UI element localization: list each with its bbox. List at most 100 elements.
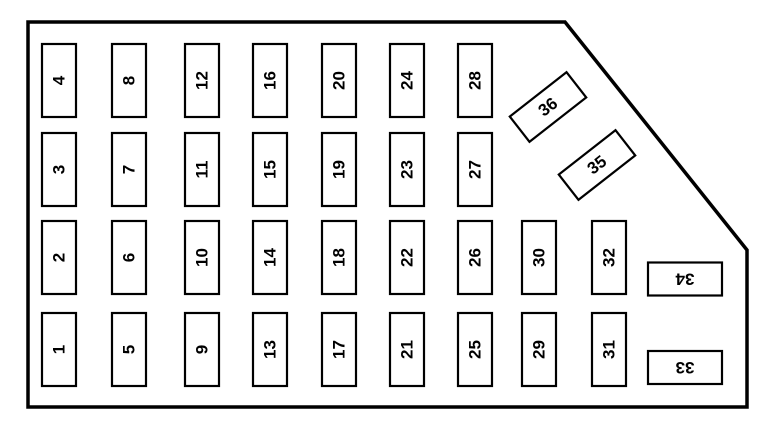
fuse-body — [320, 311, 358, 388]
fuse-34: 34 — [646, 261, 724, 297]
fuse-body — [520, 311, 558, 388]
fuse-box-outline — [26, 20, 749, 409]
fuse-label: 15 — [261, 160, 280, 179]
fuse-label: 6 — [120, 253, 139, 262]
fuse-29: 29 — [520, 311, 558, 388]
fuse-label: 5 — [120, 345, 139, 354]
fuse-27: 27 — [456, 131, 494, 208]
fuse-body — [110, 131, 148, 208]
fuse-body — [183, 131, 221, 208]
fuse-body — [251, 311, 289, 388]
fuse-body — [183, 42, 221, 119]
fuse-body — [456, 42, 494, 119]
fuse-body — [557, 128, 637, 202]
fuse-label: 28 — [466, 71, 485, 90]
fuse-13: 13 — [251, 311, 289, 388]
fuse-label: 25 — [466, 340, 485, 359]
fuse-7: 7 — [110, 131, 148, 208]
fuse-label: 16 — [261, 71, 280, 90]
fuse-label: 14 — [261, 248, 280, 267]
fuse-body — [456, 311, 494, 388]
fuse-label: 29 — [530, 340, 549, 359]
fuse-body — [251, 131, 289, 208]
fuse-body — [110, 311, 148, 388]
fuse-20: 20 — [320, 42, 358, 119]
fuse-1: 1 — [40, 311, 78, 388]
fuse-label: 32 — [600, 248, 619, 267]
fuse-label: 11 — [193, 161, 212, 179]
fuse-label: 26 — [466, 248, 485, 267]
fuse-body — [388, 219, 426, 296]
fuse-label: 34 — [675, 270, 694, 289]
fuse-body — [40, 42, 78, 119]
fuse-label: 24 — [398, 71, 417, 90]
fuse-body — [646, 261, 724, 297]
fuse-36: 36 — [508, 70, 588, 144]
fuse-body — [388, 131, 426, 208]
fuse-body — [508, 70, 588, 144]
fuse-label: 31 — [600, 340, 619, 359]
fuse-26: 26 — [456, 219, 494, 296]
fuse-body — [40, 219, 78, 296]
fuse-body — [251, 42, 289, 119]
fuse-14: 14 — [251, 219, 289, 296]
fuse-body — [40, 311, 78, 388]
fuse-label: 10 — [193, 248, 212, 267]
fuse-label: 13 — [261, 340, 280, 359]
fuse-body — [388, 311, 426, 388]
fuse-body — [320, 42, 358, 119]
fuse-body — [251, 219, 289, 296]
fuse-body — [456, 131, 494, 208]
fuse-19: 19 — [320, 131, 358, 208]
fuse-label: 3 — [50, 165, 69, 174]
fuse-label: 8 — [120, 76, 139, 85]
fuse-body — [40, 131, 78, 208]
fuse-16: 16 — [251, 42, 289, 119]
fuse-3: 3 — [40, 131, 78, 208]
fuse-body — [646, 349, 724, 386]
fuse-32: 32 — [590, 219, 628, 296]
fuse-17: 17 — [320, 311, 358, 388]
fuse-label: 27 — [466, 160, 485, 179]
fuse-2: 2 — [40, 219, 78, 296]
fuse-label: 4 — [50, 75, 69, 85]
fuse-11: 11 — [183, 131, 221, 208]
fuse-label: 9 — [193, 345, 212, 354]
fuse-label: 23 — [398, 160, 417, 179]
fuse-25: 25 — [456, 311, 494, 388]
fuse-30: 30 — [520, 219, 558, 296]
fuse-label: 19 — [330, 160, 349, 179]
fuse-10: 10 — [183, 219, 221, 296]
fuse-body — [183, 311, 221, 388]
fuse-21: 21 — [388, 311, 426, 388]
fuse-body — [388, 42, 426, 119]
fuse-label: 30 — [530, 248, 549, 267]
fuse-18: 18 — [320, 219, 358, 296]
fuse-23: 23 — [388, 131, 426, 208]
fuse-label: 22 — [398, 248, 417, 267]
fuse-label: 2 — [50, 253, 69, 262]
fuse-12: 12 — [183, 42, 221, 119]
fuse-33: 33 — [646, 349, 724, 386]
fuse-body — [590, 219, 628, 296]
fuse-label: 18 — [330, 248, 349, 267]
fuse-35: 35 — [557, 128, 637, 202]
fuse-label: 1 — [50, 345, 69, 354]
fuse-9: 9 — [183, 311, 221, 388]
fuse-body — [456, 219, 494, 296]
fuse-label: 12 — [193, 71, 212, 90]
fuse-4: 4 — [40, 42, 78, 119]
fuse-label: 20 — [330, 71, 349, 90]
fuse-label: 17 — [330, 340, 349, 359]
fuse-31: 31 — [590, 311, 628, 388]
fuse-8: 8 — [110, 42, 148, 119]
fuse-24: 24 — [388, 42, 426, 119]
fuse-label: 33 — [676, 358, 695, 377]
fuse-body — [590, 311, 628, 388]
fuse-body — [110, 219, 148, 296]
fuse-label: 7 — [120, 165, 139, 174]
fuse-body — [320, 219, 358, 296]
fuse-15: 15 — [251, 131, 289, 208]
fuse-22: 22 — [388, 219, 426, 296]
